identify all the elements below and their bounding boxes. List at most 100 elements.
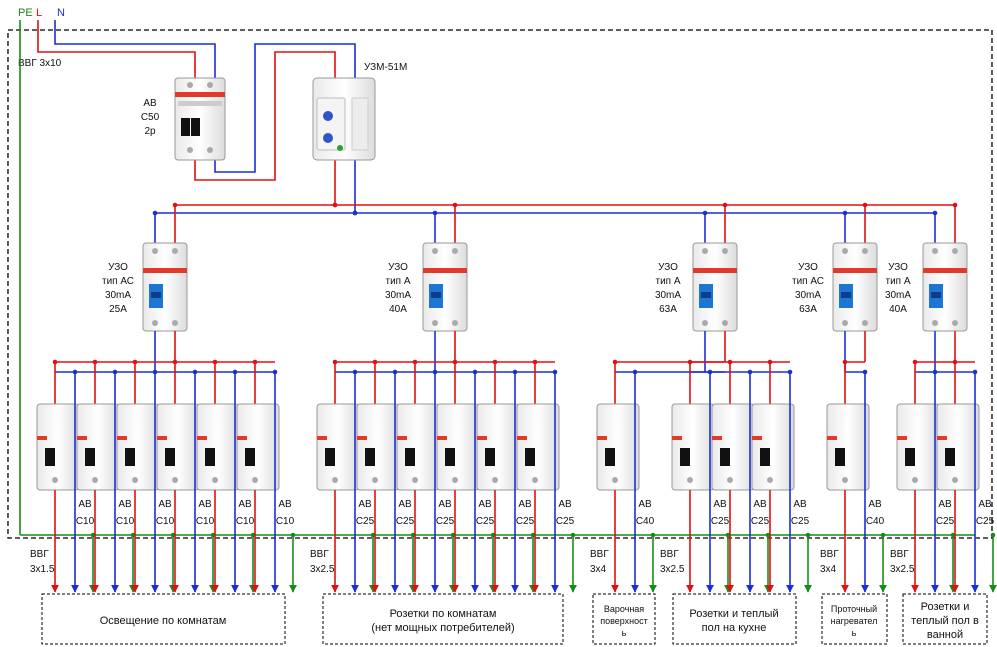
load-label-1: Розетки и — [921, 601, 970, 613]
breaker-label-rating: С25 — [356, 516, 375, 527]
breaker-device[interactable] — [516, 403, 560, 491]
n-label: N — [57, 7, 65, 19]
breaker-label-rating: С25 — [436, 516, 455, 527]
bus-junction-l — [332, 359, 338, 365]
load-label-1: Проточный — [831, 604, 877, 614]
breaker-device[interactable] — [751, 403, 795, 491]
l-label: L — [36, 7, 42, 19]
breaker-device[interactable] — [711, 403, 755, 491]
rcd-device[interactable] — [422, 242, 468, 332]
breaker-device[interactable] — [936, 403, 980, 491]
load-box — [672, 593, 797, 645]
rcd-device[interactable] — [142, 242, 188, 332]
rcd-label-3: 30mA — [385, 290, 411, 301]
mb-to-relay-n — [214, 43, 356, 173]
input-l-wire — [37, 20, 196, 80]
cable-label-2: 3х1.5 — [30, 564, 55, 575]
breaker-label-ab: АВ — [118, 499, 132, 510]
breaker-label-ab: АВ — [558, 499, 572, 510]
breaker-label-ab: АВ — [78, 499, 92, 510]
breaker-device[interactable] — [116, 403, 160, 491]
main-breaker[interactable] — [174, 77, 226, 161]
bus-junction-l — [52, 359, 58, 365]
breaker-device[interactable] — [316, 403, 360, 491]
breaker-label-rating: С10 — [236, 516, 255, 527]
breaker-label-ab: АВ — [868, 499, 882, 510]
breaker-device[interactable] — [356, 403, 400, 491]
bus-junction-l — [687, 359, 693, 365]
pe-junction — [450, 532, 456, 538]
breaker-label-rating: С25 — [396, 516, 415, 527]
breaker-device[interactable] — [896, 403, 940, 491]
main-breaker-label-2: С50 — [141, 112, 160, 123]
pe-junction — [170, 532, 176, 538]
breaker-device[interactable] — [826, 403, 870, 491]
cable-label-2: 3х2.5 — [660, 564, 685, 575]
load-label-1: Варочная — [604, 604, 644, 614]
breaker-device[interactable] — [436, 403, 480, 491]
breaker-device[interactable] — [156, 403, 200, 491]
breaker-device[interactable] — [476, 403, 520, 491]
cable-label-1: ВВГ — [820, 549, 839, 560]
mb-to-relay-l — [194, 51, 336, 181]
input-n-wire — [54, 20, 216, 80]
rcd-device[interactable] — [692, 242, 738, 332]
rcd-label-4: 25A — [109, 304, 127, 315]
breaker-label-rating: С10 — [76, 516, 95, 527]
rcd-label-1: УЗО — [798, 262, 818, 273]
breaker-label-ab: АВ — [978, 499, 992, 510]
breaker-label-ab: АВ — [358, 499, 372, 510]
breaker-device[interactable] — [36, 403, 80, 491]
bus-junction-n — [702, 210, 708, 216]
voltage-relay[interactable] — [312, 77, 376, 161]
breaker-device[interactable] — [396, 403, 440, 491]
bus-junction-n — [432, 210, 438, 216]
bus-junction-l — [912, 359, 918, 365]
pe-junction — [650, 532, 656, 538]
breaker-label-ab: АВ — [158, 499, 172, 510]
breaker-label-ab: АВ — [198, 499, 212, 510]
rcd-label-3: 30mA — [655, 290, 681, 301]
rcd-label-2: тип АС — [792, 276, 824, 287]
load-label-1: Розетки по комнатам — [390, 608, 497, 620]
breaker-label-rating: С10 — [116, 516, 135, 527]
breaker-device[interactable] — [76, 403, 120, 491]
pe-junction — [250, 532, 256, 538]
input-cable-label: ВВГ 3х10 — [18, 58, 62, 69]
bus-junction-l — [372, 359, 378, 365]
pe-junction — [530, 532, 536, 538]
breaker-label-ab: АВ — [793, 499, 807, 510]
pe-label: PE — [18, 7, 33, 19]
breaker-label-rating: С40 — [636, 516, 655, 527]
bus-junction-n — [842, 210, 848, 216]
rcd-label-4: 40A — [389, 304, 407, 315]
rcd-label-4: 63A — [659, 304, 677, 315]
rcd-device[interactable] — [832, 242, 878, 332]
breaker-label-rating: С25 — [936, 516, 955, 527]
pe-junction — [90, 532, 96, 538]
breaker-device[interactable] — [671, 403, 715, 491]
pe-junction — [290, 532, 296, 538]
breaker-label-ab: АВ — [398, 499, 412, 510]
pe-junction — [765, 532, 771, 538]
bus-junction-l — [452, 202, 458, 208]
breaker-label-rating: С25 — [751, 516, 770, 527]
bus-junction-l — [727, 359, 733, 365]
pe-junction — [805, 532, 811, 538]
bus-junction-n — [152, 210, 158, 216]
bus-junction-l — [492, 359, 498, 365]
breaker-device[interactable] — [236, 403, 280, 491]
rcd-device[interactable] — [922, 242, 968, 332]
rcd-label-3: 30mA — [795, 290, 821, 301]
load-label-2: (нет мощных потребителей) — [371, 622, 514, 634]
breaker-label-ab: АВ — [753, 499, 767, 510]
pe-junction — [950, 532, 956, 538]
cable-label-2: 3х2.5 — [890, 564, 915, 575]
load-box — [41, 593, 286, 645]
bus-junction-l — [842, 359, 848, 365]
pe-junction — [210, 532, 216, 538]
rcd-label-3: 30mA — [885, 290, 911, 301]
breaker-device[interactable] — [196, 403, 240, 491]
breaker-device[interactable] — [596, 403, 640, 491]
